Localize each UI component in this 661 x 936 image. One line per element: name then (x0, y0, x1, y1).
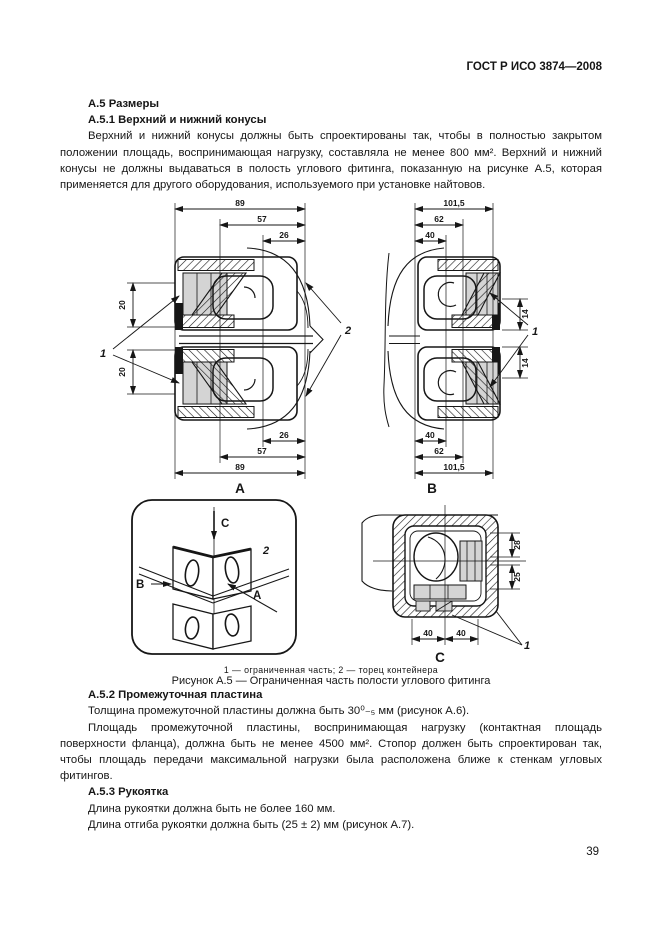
deck-plate-broken-edge (361, 514, 498, 592)
view-a-arrow-label: А (253, 590, 261, 602)
corner-fitting-section (387, 247, 501, 332)
callout-container-end: 2 (262, 545, 269, 557)
centerlines (373, 505, 526, 646)
section-a51-paragraph: Верхний и нижний конусы должны быть спро… (60, 130, 602, 192)
fitting-plan-body (392, 514, 499, 619)
figure-a5: 89 57 26 26 57 89 20 20 1 2 А (60, 195, 602, 665)
dimensions (130, 206, 306, 477)
section-a52-paragraph2: Площадь промежуточной пластины, восприни… (60, 721, 602, 783)
section-a53-paragraph2: Длина отгиба рукоятки должна быть (25 ± … (88, 818, 415, 831)
section-a51-heading: А.5.1 Верхний и нижний конусы (88, 114, 267, 127)
extension-lines (414, 203, 528, 480)
view-b-label: В (427, 481, 437, 496)
view-c-drawing: 40 40 28 25 1 С (361, 505, 530, 665)
dim-bottom-26: 26 (279, 430, 289, 440)
view-b-arrow-label: В (136, 579, 144, 591)
isometric-inset-drawing: С В А 2 (131, 499, 297, 656)
dim-bottom-101: 101,5 (443, 462, 465, 472)
page-number: 39 (586, 846, 599, 858)
section-a53-heading: А.5.3 Рукоятка (88, 786, 169, 799)
section-a53-paragraph1: Длина рукоятки должна быть не более 160 … (88, 802, 336, 815)
corner-fitting-section (174, 247, 311, 332)
dim-bottom-62: 62 (434, 446, 444, 456)
callout-leaders (451, 610, 523, 646)
view-a-label: А (235, 481, 245, 496)
view-c-arrow-label: С (221, 518, 229, 530)
container-wall-broken-edge (383, 253, 420, 428)
top-corner-fitting-iso (172, 545, 252, 601)
twistlock-plate-gap (179, 325, 324, 354)
dim-left-20-bottom: 20 (117, 367, 127, 377)
callout-leaders (489, 292, 529, 389)
standard-designation: ГОСТ Р ИСО 3874—2008 (466, 61, 602, 73)
callout-restricted-part: 1 (100, 348, 106, 360)
callout-container-end: 2 (344, 325, 351, 337)
dim-bottom-57: 57 (257, 446, 267, 456)
inset-border (131, 499, 297, 656)
dim-top-26: 26 (279, 230, 289, 240)
view-b-drawing: 101,5 62 40 40 62 101,5 14 14 1 В (383, 198, 538, 496)
figure-legend: 1 — ограниченная часть; 2 — торец контей… (223, 665, 439, 676)
section-a5-heading: А.5 Размеры (88, 98, 160, 110)
dim-28: 28 (512, 540, 522, 550)
dim-top-62: 62 (434, 214, 444, 224)
dim-40-left: 40 (423, 628, 433, 638)
view-c-label: С (435, 650, 445, 665)
dim-top-40: 40 (425, 230, 435, 240)
dim-right-14-bottom: 14 (520, 358, 530, 368)
dim-left-20-top: 20 (117, 300, 127, 310)
section-a52-paragraph1: Толщина промежуточной пластины должна бы… (88, 705, 470, 718)
dim-top-89: 89 (235, 198, 245, 208)
view-a-direction-arrow (227, 583, 278, 613)
dimensions (414, 206, 523, 477)
dimensions (411, 532, 515, 643)
view-a-drawing: 89 57 26 26 57 89 20 20 1 2 А (100, 198, 351, 496)
dim-40-right: 40 (456, 628, 466, 638)
twistlock-plate-iso (138, 566, 290, 604)
callout-leaders (112, 282, 342, 398)
bottom-corner-fitting-iso (172, 603, 252, 651)
dim-25: 25 (512, 572, 522, 582)
figure-caption: Рисунок А.5 — Ограниченная часть полости… (171, 675, 491, 688)
callout-restricted-part: 1 (524, 640, 530, 652)
callout-restricted-part: 1 (532, 326, 538, 338)
dim-top-57: 57 (257, 214, 267, 224)
dim-top-101: 101,5 (443, 198, 465, 208)
dim-bottom-40: 40 (425, 430, 435, 440)
page-content: А.5 Размеры А.5.1 Верхний и нижний конус… (60, 96, 602, 833)
section-a52-heading: А.5.2 Промежуточная пластина (88, 689, 263, 702)
dim-bottom-89: 89 (235, 462, 245, 472)
dim-right-14-top: 14 (520, 309, 530, 319)
